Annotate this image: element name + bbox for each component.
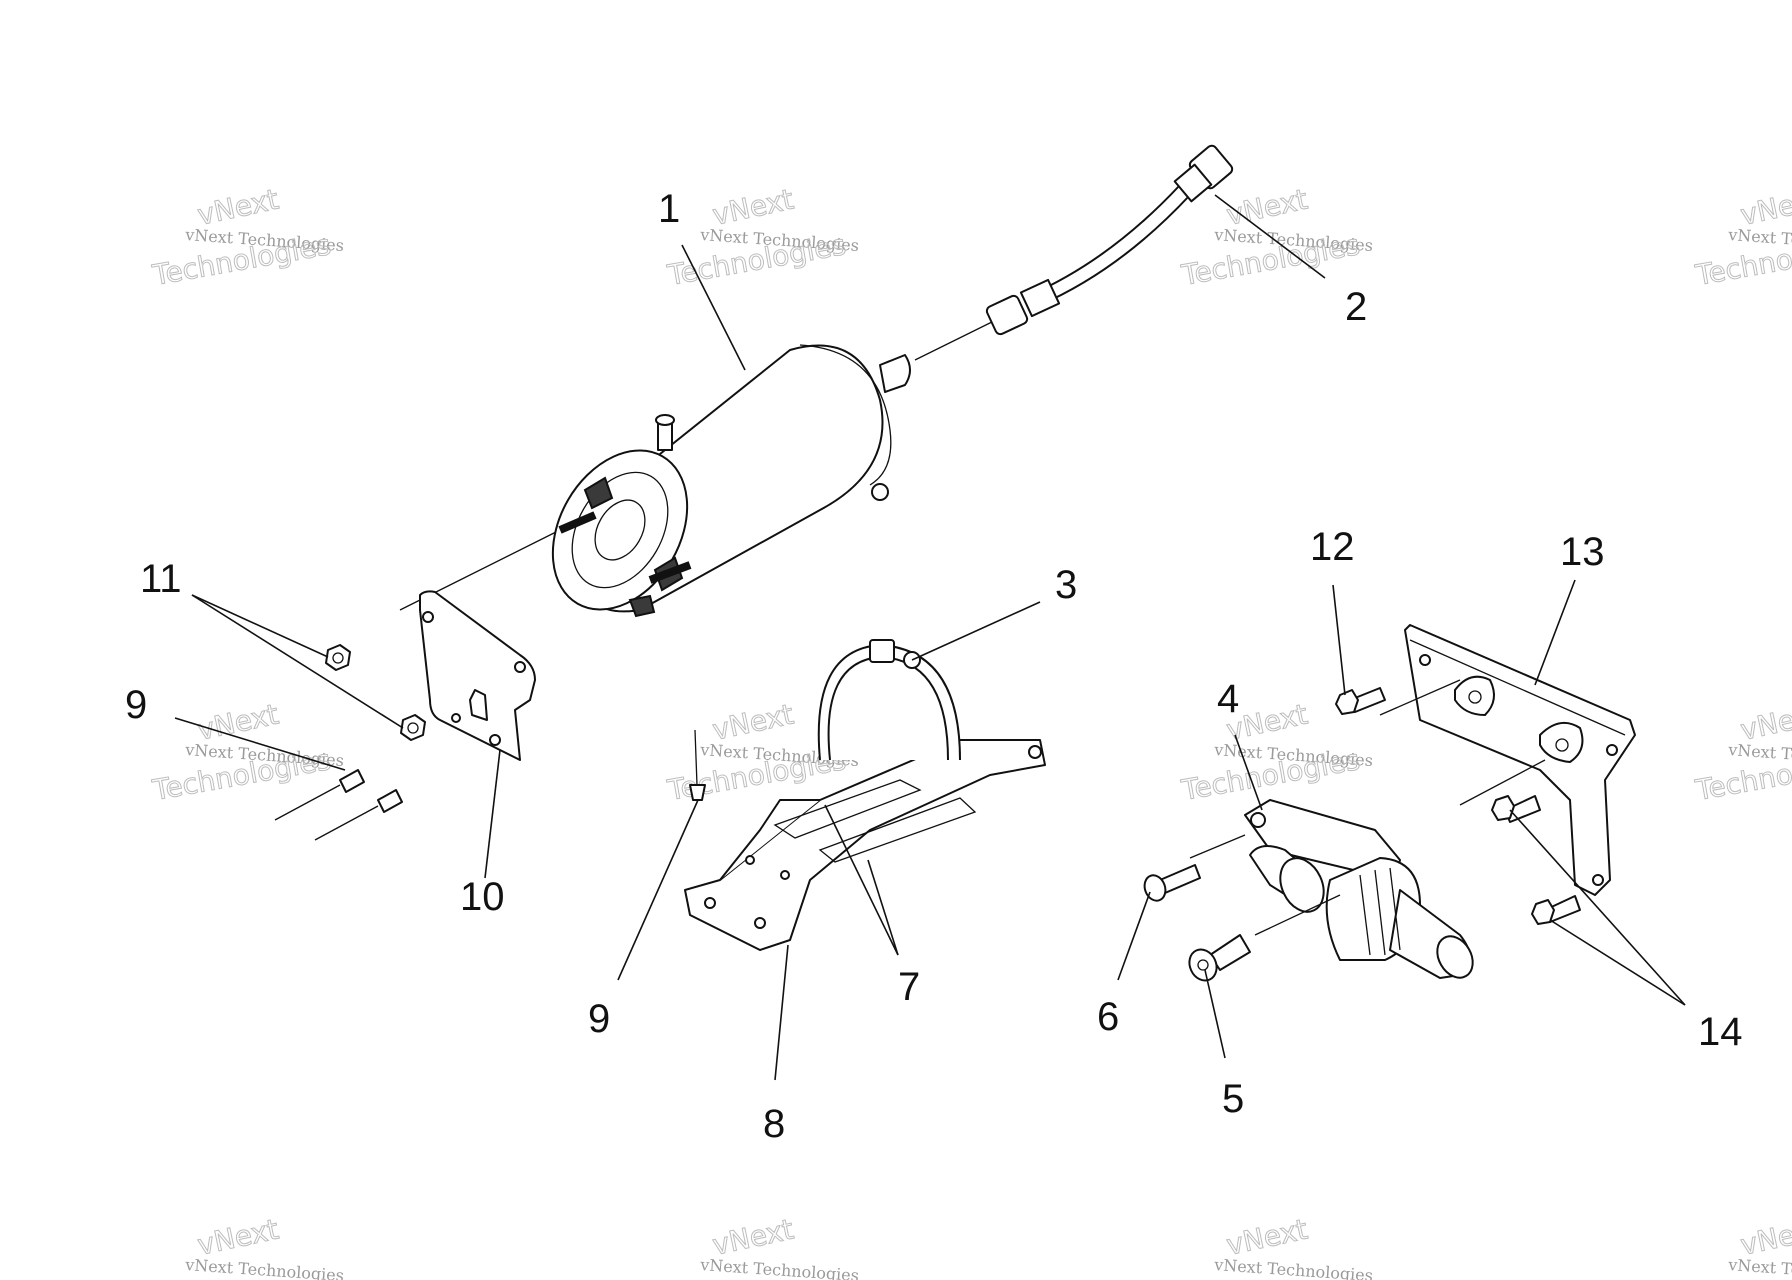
watermark: vNext vNext Technologies Technologies bbox=[664, 182, 860, 293]
mounting-bracket bbox=[684, 739, 1046, 951]
callout-9: 9 bbox=[125, 683, 147, 727]
watermark-company: vNext Technologies bbox=[699, 1255, 860, 1280]
watermark-company: vNext Technologies bbox=[1213, 1255, 1374, 1280]
leader-line bbox=[484, 749, 501, 879]
watermark-vnext: vNext bbox=[195, 1213, 282, 1262]
bolt bbox=[1335, 687, 1386, 715]
watermark-vnext: vNext bbox=[710, 183, 797, 232]
strap-clamp bbox=[817, 639, 961, 761]
leader-line bbox=[824, 804, 899, 956]
leader-line bbox=[191, 594, 404, 729]
leader-line bbox=[1234, 734, 1263, 811]
drive-assembly bbox=[1244, 799, 1474, 979]
watermark-vnext: vNext bbox=[1738, 698, 1792, 747]
leader-line bbox=[1534, 579, 1576, 686]
flange-bolt bbox=[1491, 795, 1541, 823]
callout-9-lower: 9 bbox=[588, 997, 610, 1041]
leader-line bbox=[1332, 584, 1346, 696]
side-bracket bbox=[419, 590, 536, 761]
cable bbox=[985, 144, 1234, 336]
watermark: vNext vNext Technologies Technologies bbox=[1692, 697, 1792, 808]
watermark: vNext vNext Technologies bbox=[1213, 1212, 1374, 1280]
socket-screw bbox=[1188, 894, 1341, 982]
callout-7: 7 bbox=[898, 965, 920, 1009]
bolt bbox=[1143, 834, 1246, 902]
leader-line bbox=[191, 594, 329, 658]
nut bbox=[325, 644, 351, 671]
rivet bbox=[689, 729, 706, 801]
watermark-vnext: vNext bbox=[1224, 1213, 1311, 1262]
callouts: 1 2 3 4 5 6 7 8 9 9 10 11 12 13 14 bbox=[125, 187, 1743, 1146]
watermark: vNext vNext Technologies Technologies bbox=[149, 697, 345, 808]
watermark-vnext: vNext bbox=[1738, 183, 1792, 232]
callout-11: 11 bbox=[140, 557, 182, 601]
leader-lines bbox=[174, 194, 1686, 1081]
mounting-plate bbox=[1379, 624, 1636, 896]
callout-14: 14 bbox=[1698, 1010, 1743, 1054]
watermark: vNext vNext Technologies Technologies bbox=[1692, 182, 1792, 293]
watermark: vNext vNext Technologies bbox=[699, 1212, 860, 1280]
leader-line bbox=[867, 859, 899, 956]
watermark-company: vNext Technologies bbox=[184, 1255, 345, 1280]
watermark-company: vNext Technologies bbox=[1727, 1255, 1792, 1280]
callout-10: 10 bbox=[460, 875, 505, 919]
leader-line bbox=[174, 717, 346, 771]
watermark-vnext: vNext bbox=[195, 183, 282, 232]
leader-line bbox=[1214, 194, 1326, 279]
watermark: vNext vNext Technologies bbox=[1727, 1212, 1792, 1280]
leader-line bbox=[1204, 969, 1226, 1059]
watermark-vnext: vNext bbox=[1738, 1213, 1792, 1262]
callout-8: 8 bbox=[763, 1102, 785, 1146]
callout-13: 13 bbox=[1560, 530, 1605, 574]
nut bbox=[400, 714, 426, 741]
watermark: vNext vNext Technologies Technologies bbox=[149, 182, 345, 293]
callout-12: 12 bbox=[1310, 525, 1355, 569]
starter-motor bbox=[399, 317, 1001, 618]
watermark-vnext: vNext bbox=[1224, 183, 1311, 232]
leader-line bbox=[681, 244, 746, 371]
watermark: vNext vNext Technologies bbox=[184, 1212, 345, 1280]
leader-line bbox=[1549, 919, 1686, 1006]
watermark-vnext: vNext bbox=[710, 1213, 797, 1262]
leader-line bbox=[1117, 891, 1151, 981]
rivet bbox=[314, 789, 403, 841]
watermark-vnext: vNext bbox=[195, 698, 282, 747]
flange-bolt bbox=[1531, 895, 1581, 925]
leader-line bbox=[774, 944, 789, 1081]
leader-line bbox=[1509, 809, 1686, 1006]
watermark: vNext vNext Technologies Technologies bbox=[1178, 182, 1374, 293]
callout-3: 3 bbox=[1055, 563, 1077, 607]
callout-2: 2 bbox=[1345, 285, 1367, 329]
watermark-vnext: vNext bbox=[710, 698, 797, 747]
leader-line bbox=[617, 799, 699, 981]
leader-line bbox=[911, 601, 1041, 661]
callout-1: 1 bbox=[658, 187, 680, 231]
callout-6: 6 bbox=[1097, 995, 1119, 1039]
callout-5: 5 bbox=[1222, 1077, 1244, 1121]
callout-4: 4 bbox=[1217, 677, 1239, 721]
rivet bbox=[274, 769, 365, 821]
